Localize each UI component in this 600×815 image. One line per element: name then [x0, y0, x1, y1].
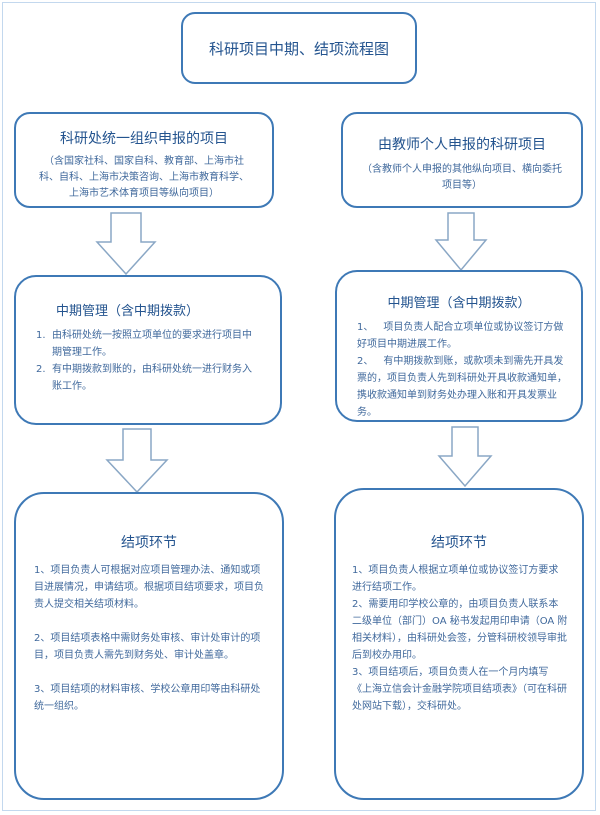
final-paragraph: 2、项目结项表格中需财务处审核、审计处审计的项目，项目负责人需先到财务处、审计处… — [34, 633, 261, 661]
left-final-title: 结项环节 — [121, 535, 177, 551]
final-paragraph: 2、需要用印学校公章的，由项目负责人联系本二级单位（部门）OA 秘书发起用印申请… — [352, 599, 568, 661]
right-final-box: 结项环节 1、项目负责人根据立项单位或协议签订方要求进行结项工作。 2、需要用印… — [334, 488, 584, 800]
item-text: 由科研处统一按照立项单位的要求进行项目中期管理工作。 — [52, 330, 252, 358]
diagram-title: 科研项目中期、结项流程图 — [208, 39, 389, 58]
final-paragraph: 1、项目负责人可根据对应项目管理办法、通知或项目进展情况，申请结项。根据项目结项… — [34, 565, 264, 610]
down-arrow-icon — [434, 212, 488, 272]
right-mid-box: 中期管理（含中期拨款） 1、项目负责人配合立项单位或协议签订方做好项目中期进展工… — [335, 270, 583, 422]
item-text: 有中期拨款到账的，由科研处统一进行财务入账工作。 — [52, 364, 252, 392]
list-item: 2. 有中期拨款到账的，由科研处统一进行财务入账工作。 — [36, 361, 258, 395]
left-mid-title: 中期管理（含中期拨款） — [56, 304, 200, 319]
right-mid-list: 1、项目负责人配合立项单位或协议签订方做好项目中期进展工作。 2、有中期拨款到账… — [357, 319, 567, 421]
left-header-note: （含国家社科、国家自科、教育部、上海市社科、自科、上海市决策咨询、上海市教育科学… — [39, 156, 249, 199]
down-arrow-icon — [105, 428, 169, 494]
item-number: 1、 — [357, 322, 374, 333]
left-mid-box: 中期管理（含中期拨款） 1. 由科研处统一按照立项单位的要求进行项目中期管理工作… — [14, 275, 282, 425]
left-final-box: 结项环节 1、项目负责人可根据对应项目管理办法、通知或项目进展情况，申请结项。根… — [14, 492, 284, 800]
left-final-body: 1、项目负责人可根据对应项目管理办法、通知或项目进展情况，申请结项。根据项目结项… — [34, 562, 266, 715]
list-item: 2、有中期拨款到账，或款项未到需先开具发票的，项目负责人先到科研处开具收款通知单… — [357, 353, 567, 421]
item-number: 1. — [36, 330, 46, 341]
title-box: 科研项目中期、结项流程图 — [181, 12, 417, 84]
final-paragraph: 1、项目负责人根据立项单位或协议签订方要求进行结项工作。 — [352, 565, 559, 593]
list-item: 1. 由科研处统一按照立项单位的要求进行项目中期管理工作。 — [36, 327, 258, 361]
right-header-note: （含教师个人申报的其他纵向项目、横向委托项目等） — [362, 164, 562, 191]
left-header-title: 科研处统一组织申报的项目 — [60, 131, 228, 147]
right-final-title: 结项环节 — [431, 535, 487, 551]
right-header-box: 由教师个人申报的科研项目 （含教师个人申报的其他纵向项目、横向委托项目等） — [341, 112, 583, 208]
right-header-title: 由教师个人申报的科研项目 — [378, 137, 546, 153]
final-paragraph: 3、项目结项后，项目负责人在一个月内填写《上海立信会计金融学院项目结项表》（可在… — [352, 667, 567, 712]
final-paragraph: 3、项目结项的材料审核、学校公章用印等由科研处统一组织。 — [34, 684, 261, 712]
item-number: 2. — [36, 364, 46, 375]
down-arrow-icon — [437, 426, 493, 488]
right-final-body: 1、项目负责人根据立项单位或协议签订方要求进行结项工作。 2、需要用印学校公章的… — [352, 562, 568, 715]
left-header-box: 科研处统一组织申报的项目 （含国家社科、国家自科、教育部、上海市社科、自科、上海… — [14, 112, 274, 208]
right-mid-title: 中期管理（含中期拨款） — [387, 296, 531, 311]
item-text: 有中期拨款到账，或款项未到需先开具发票的，项目负责人先到科研处开具收款通知单，携… — [357, 356, 567, 418]
item-number: 2、 — [357, 356, 374, 367]
item-text: 项目负责人配合立项单位或协议签订方做好项目中期进展工作。 — [357, 322, 564, 350]
list-item: 1、项目负责人配合立项单位或协议签订方做好项目中期进展工作。 — [357, 319, 567, 353]
left-mid-list: 1. 由科研处统一按照立项单位的要求进行项目中期管理工作。 2. 有中期拨款到账… — [36, 327, 258, 395]
down-arrow-icon — [95, 212, 157, 276]
